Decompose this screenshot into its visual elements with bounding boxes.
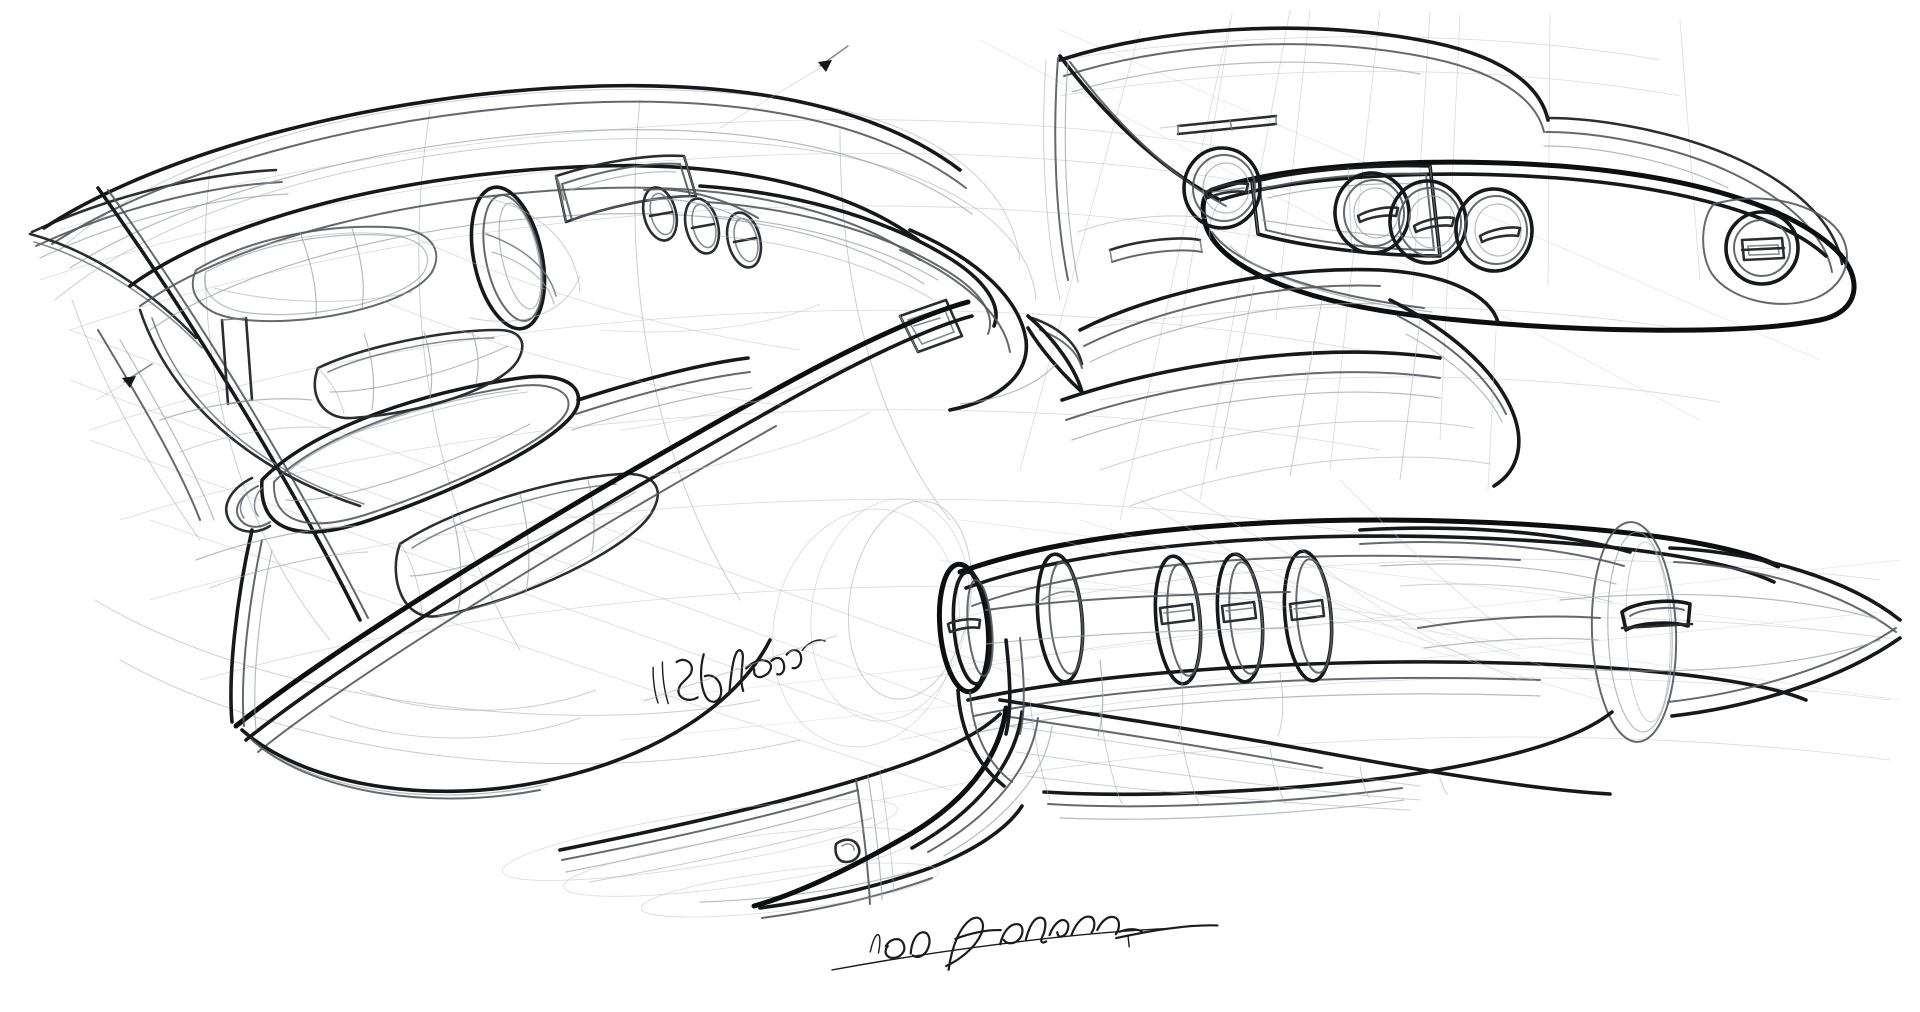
console-inner-face: [956, 637, 1284, 788]
round-vent-4: [1454, 187, 1534, 273]
console-overlay-strokes: [1059, 479, 1621, 701]
center-display-screen: [554, 154, 698, 224]
upper-cowl: [1058, 26, 1844, 273]
front-seat-left: [313, 328, 524, 420]
cylinder-vent-2: [1035, 552, 1085, 684]
console-to-nose-sweep: [751, 705, 1053, 909]
round-vent-3: [1388, 179, 1468, 265]
a-pillar-left: [1043, 57, 1079, 301]
round-vent-group: [1333, 171, 1534, 273]
door-panel-left: [71, 299, 369, 589]
tapered-nose-form: [502, 712, 1024, 919]
dash-detail-lower-forms: [1060, 215, 1521, 507]
view-main-cockpit: [28, 83, 1084, 800]
handwritten-signature: [831, 915, 1219, 971]
view-dashboard-label: Dashboard detail with screen and round v…: [40, 67, 325, 83]
round-vent-endcap-left: [1182, 146, 1262, 230]
cylinder-vent-5: [1282, 549, 1334, 683]
circular-air-vents: [641, 186, 763, 269]
view-console-detail: [502, 479, 1902, 919]
door-panel-right: [898, 228, 1084, 412]
handwritten-date-main: [643, 635, 837, 705]
cylinder-vent-3: [1153, 554, 1203, 686]
direction-arrow-top: [719, 45, 849, 129]
round-vent-2: [1333, 171, 1411, 255]
view-console-label: Lower console and cylindrical vent bank …: [40, 87, 325, 103]
end-cap-vent: [1702, 197, 1848, 305]
annotation-signature-text: '20 Grashus: [880, 931, 955, 947]
air-vent-1: [641, 186, 679, 242]
console-hood-curve: [1358, 526, 1632, 649]
cabin-floor-outline: [240, 638, 772, 800]
view-main-label: Main three-quarter interior perspective: [40, 47, 278, 63]
end-cap-cylinder: [1559, 521, 1902, 743]
console-barrel: [957, 517, 1808, 733]
sketch-motion-lines: [379, 239, 871, 477]
medium-label: pencil and ink on white paper: [40, 107, 222, 123]
trim-slot-left: [1159, 114, 1278, 136]
cylinder-vent-4: [1215, 552, 1265, 684]
windscreen-sweep: [28, 83, 973, 622]
instrument-panel: [128, 163, 925, 508]
document-title-text: Automotive Interior Concept Sketch: [40, 27, 260, 43]
annotation-date-text: 1|8 Gras: [660, 659, 713, 675]
floor-sill-edge: [229, 299, 974, 753]
direction-arrow-left: [95, 363, 153, 401]
console-tunnel-grid: [998, 698, 1614, 820]
air-vent-2: [683, 197, 721, 255]
steering-wheel: [469, 185, 581, 331]
dash-vertical-lines: [1215, 285, 1497, 491]
view-dashboard-detail: [1043, 9, 1857, 507]
